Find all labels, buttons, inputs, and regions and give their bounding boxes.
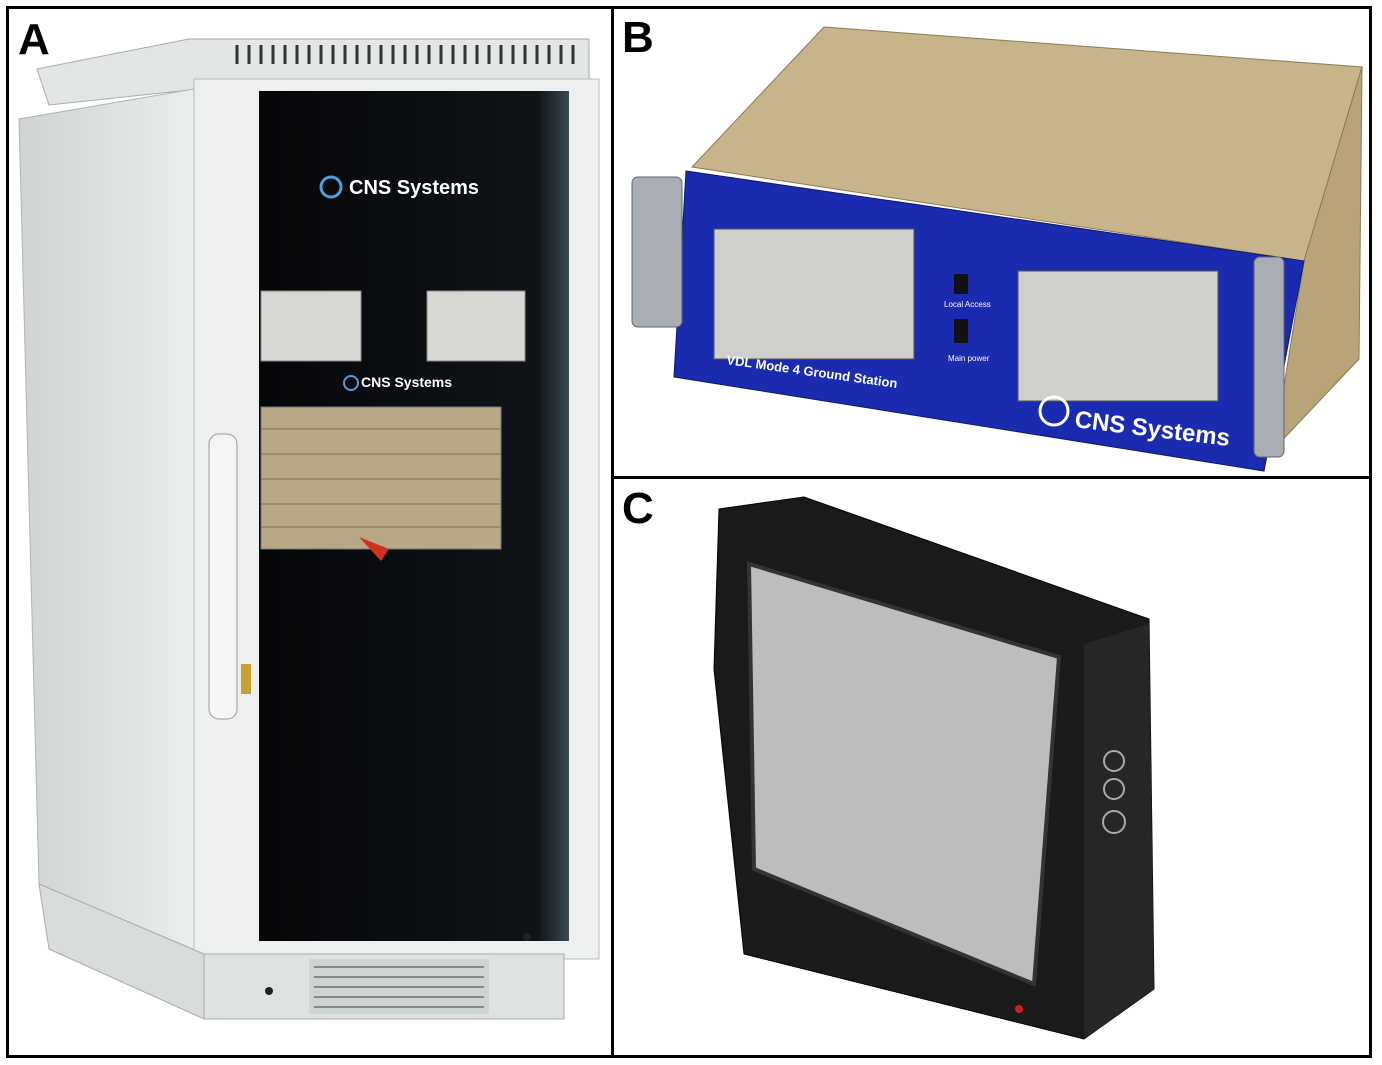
panel-a-cabinet-photo: CNS Systems CNS Systems — [18, 38, 600, 1020]
panel-divider-vertical — [611, 6, 614, 1058]
cabinet-brand-top: CNS Systems — [349, 177, 479, 199]
switch-label-main-power: Main power — [948, 354, 990, 363]
figure-frame — [6, 6, 1372, 1058]
switch-label-local-access: Local Access — [944, 300, 991, 309]
panel-b-ground-station-photo: Local Access Main power VDL Mode 4 Groun… — [631, 26, 1363, 472]
panel-letter-c: C — [622, 484, 654, 533]
panel-letter-b: B — [622, 13, 654, 62]
panel-divider-horizontal — [611, 476, 1372, 479]
cabinet-brand-mid: CNS Systems — [361, 374, 452, 390]
panel-c-monitor-photo — [713, 496, 1155, 1040]
panel-letter-a: A — [18, 15, 50, 64]
